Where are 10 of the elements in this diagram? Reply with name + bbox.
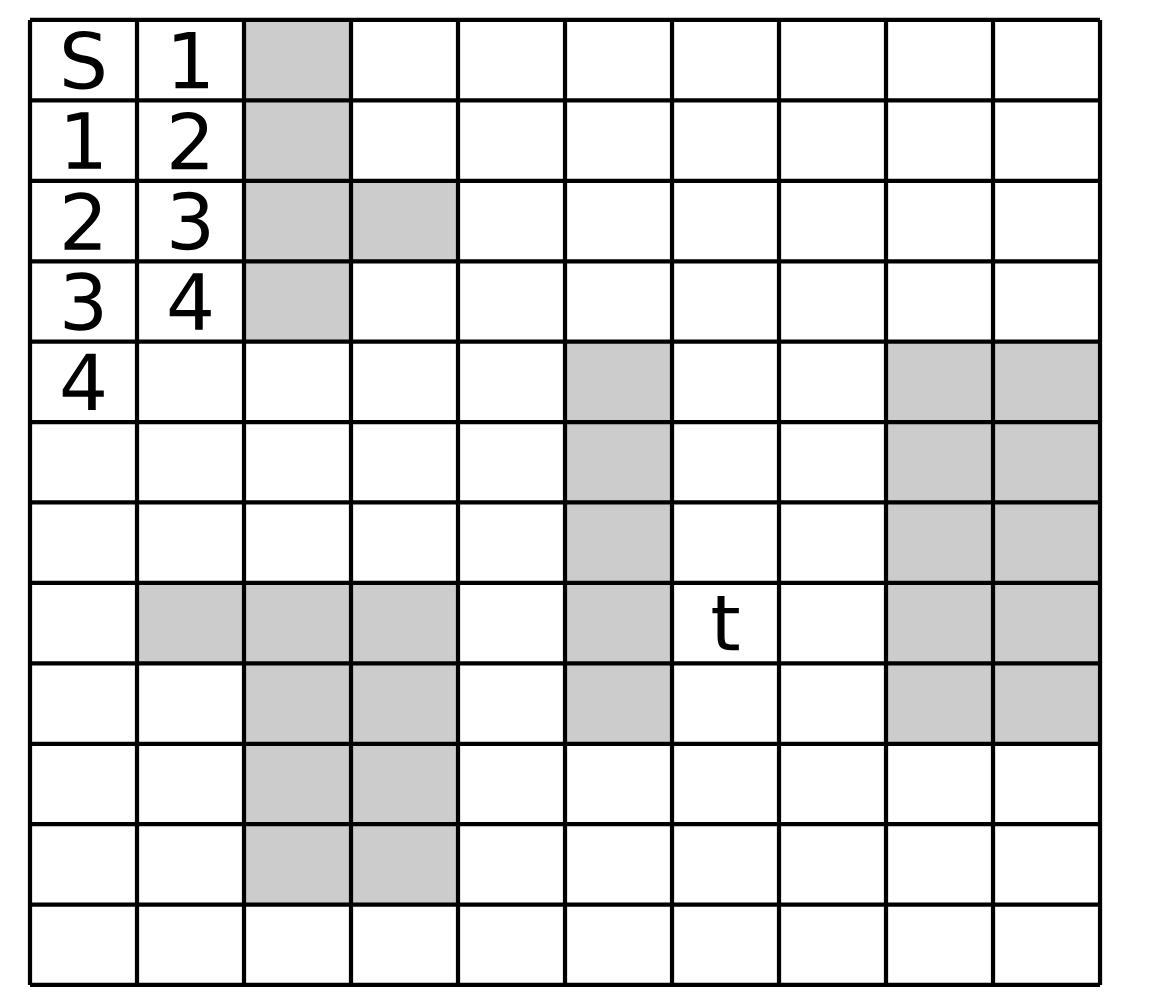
- cell-label: 3: [64, 272, 102, 331]
- cell-label: t: [712, 595, 739, 651]
- cell-label: 3: [171, 191, 209, 251]
- cell-label: 2: [171, 111, 208, 170]
- cell-label: S: [64, 30, 104, 90]
- cell-label: 1: [174, 31, 208, 89]
- cell-label: 2: [64, 192, 101, 250]
- cell-label: 1: [67, 112, 101, 169]
- cell-label: 4: [62, 353, 104, 411]
- cell-label: 4: [169, 273, 211, 330]
